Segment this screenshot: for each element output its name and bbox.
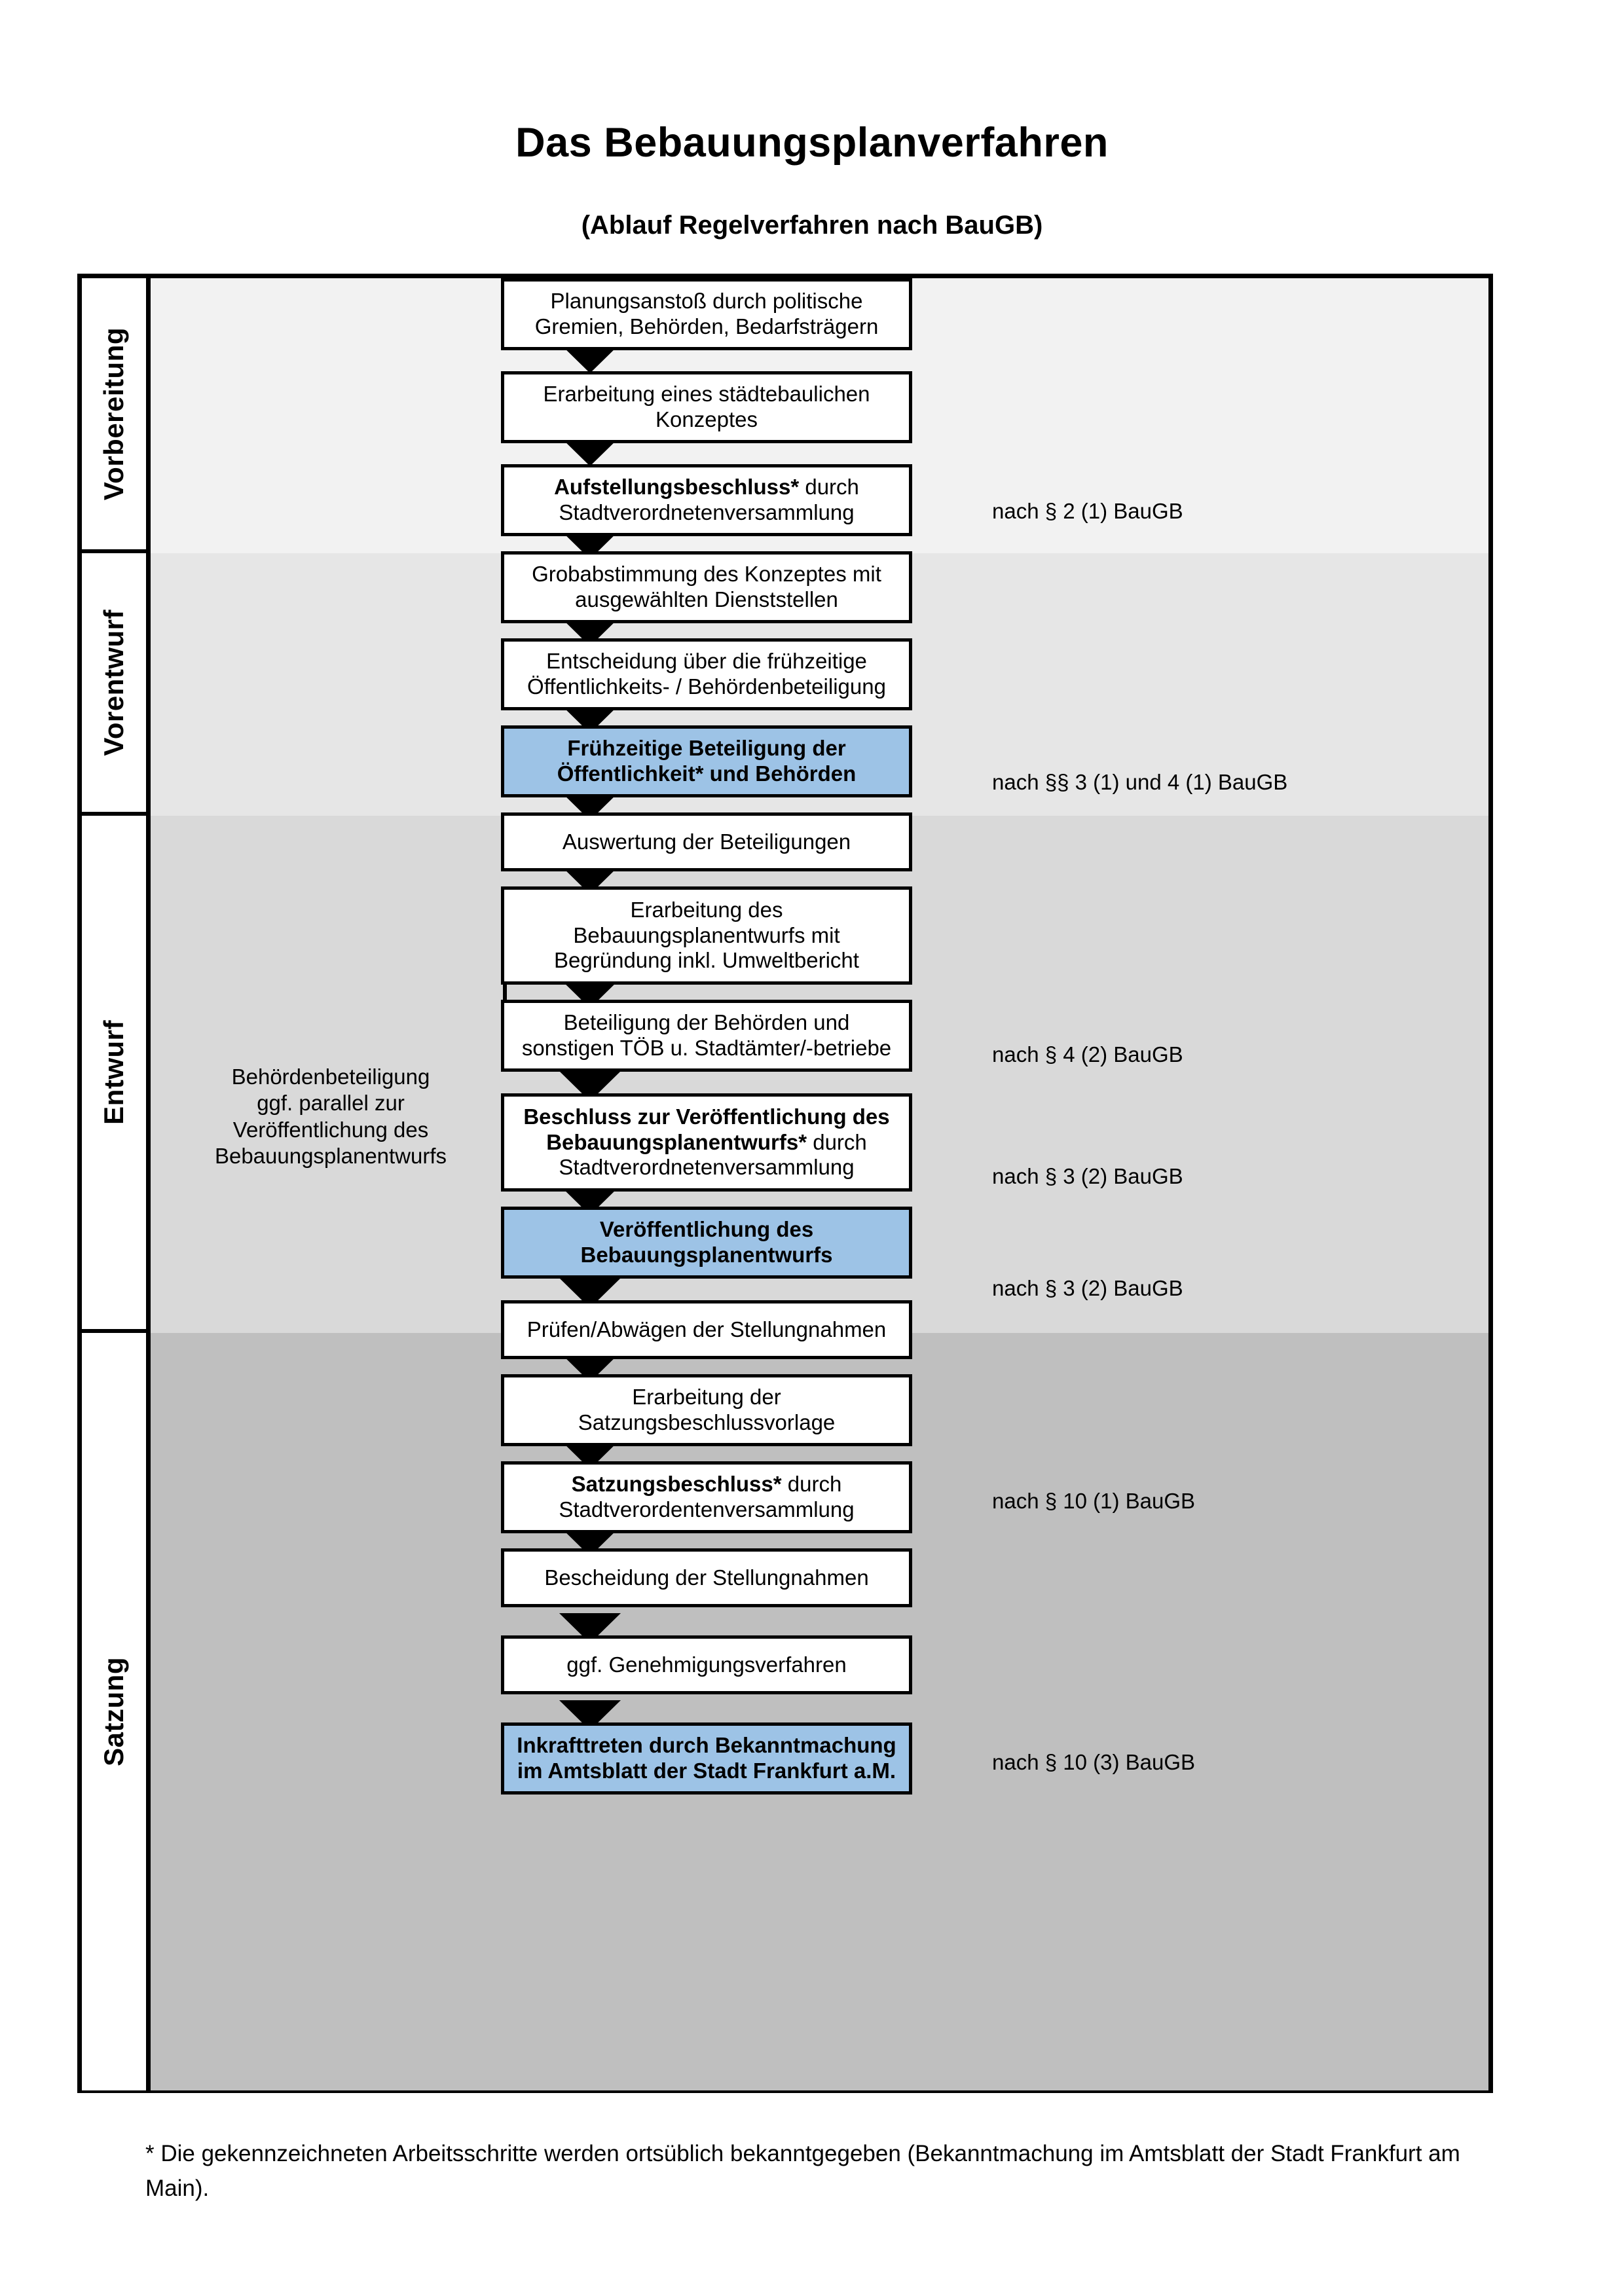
phase-label-entwurf: Entwurf (98, 1020, 129, 1125)
step-text: ggf. Genehmigungsverfahren (566, 1652, 847, 1677)
step-pruefen-abwaegen[interactable]: Prüfen/Abwägen der Stellungnahmen (501, 1300, 912, 1359)
step-text: Bescheidung der Stellungnahmen (544, 1565, 869, 1590)
phase-vorentwurf: Vorentwurf (82, 553, 151, 816)
legal-ref-par3-2-b: nach § 3 (2) BauGB (992, 1276, 1183, 1300)
legal-ref-par3-2-a: nach § 3 (2) BauGB (992, 1164, 1183, 1188)
legal-ref-par4-2: nach § 4 (2) BauGB (992, 1042, 1183, 1066)
step-text: Auswertung der Beteiligungen (562, 829, 851, 854)
phase-label-vorentwurf: Vorentwurf (98, 609, 129, 756)
legal-ref-par10-3: nach § 10 (3) BauGB (992, 1750, 1196, 1774)
footnote: * Die gekennzeichneten Arbeitsschritte w… (145, 2141, 1460, 2201)
phase-vorbereitung: Vorbereitung (82, 278, 151, 553)
page-title: Das Bebauungsplanverfahren (515, 120, 1109, 166)
phase-label-satzung: Satzung (98, 1657, 129, 1766)
legal-ref-par10-1: nach § 10 (1) BauGB (992, 1489, 1196, 1513)
legal-ref-par3-1-4-1: nach §§ 3 (1) und 4 (1) BauGB (992, 770, 1288, 794)
legal-ref-par2-1: nach § 2 (1) BauGB (992, 499, 1183, 523)
flowchart-frame: Vorbereitung Vorentwurf Entwurf Satzung … (77, 274, 1493, 2093)
phase-label-vorbereitung: Vorbereitung (98, 327, 129, 501)
step-genehmigungsverfahren[interactable]: ggf. Genehmigungsverfahren (501, 1635, 912, 1694)
step-auswertung-beteiligungen[interactable]: Auswertung der Beteiligungen (501, 812, 912, 871)
band-satzung (151, 1333, 1488, 2090)
phase-entwurf: Entwurf (82, 816, 151, 1333)
side-note-parallel-behoerdenbeteiligung: Behördenbeteiligung ggf. parallel zur Ve… (214, 1065, 447, 1168)
page-subtitle: (Ablauf Regelverfahren nach BauGB) (581, 211, 1043, 240)
step-bescheidung-stellungnahmen[interactable]: Bescheidung der Stellungnahmen (501, 1548, 912, 1607)
step-text: Prüfen/Abwägen der Stellungnahmen (526, 1317, 887, 1341)
phase-satzung: Satzung (82, 1333, 151, 2090)
